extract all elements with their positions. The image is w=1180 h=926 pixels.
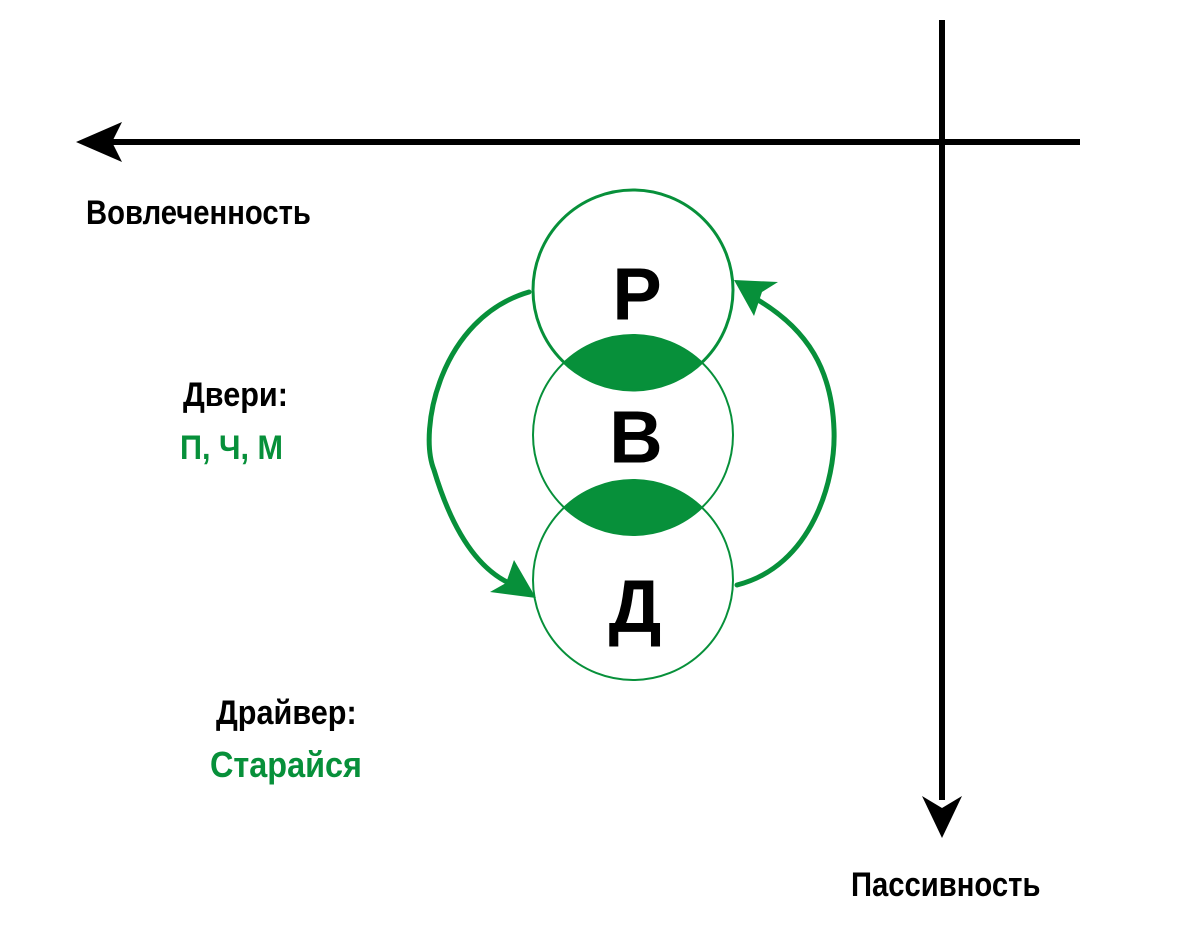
circle-bottom-letter: Д [609,565,662,648]
right-cycle-arrow-curve [734,297,837,588]
left-cycle-arrow-curve [426,289,532,589]
doors-value: П, Ч, М [180,429,283,467]
circle-top-outline [531,188,735,392]
circle-middle-outline [532,334,734,536]
circle-top-letter: Р [612,253,661,336]
driver-title: Драйвер: [216,694,357,732]
left-cycle-arrowhead [490,560,536,598]
vertical-axis-label: Пассивность [851,866,1041,904]
horizontal-axis-arrowhead [76,122,122,162]
vertical-axis-arrowhead [922,796,962,838]
driver-value: Старайся [210,744,362,785]
circle-middle-letter: В [609,396,662,479]
circle-bottom-outline [532,479,734,681]
horizontal-axis-label: Вовлеченность [86,194,311,232]
doors-title: Двери: [183,376,288,414]
right-cycle-arrowhead [734,280,778,316]
